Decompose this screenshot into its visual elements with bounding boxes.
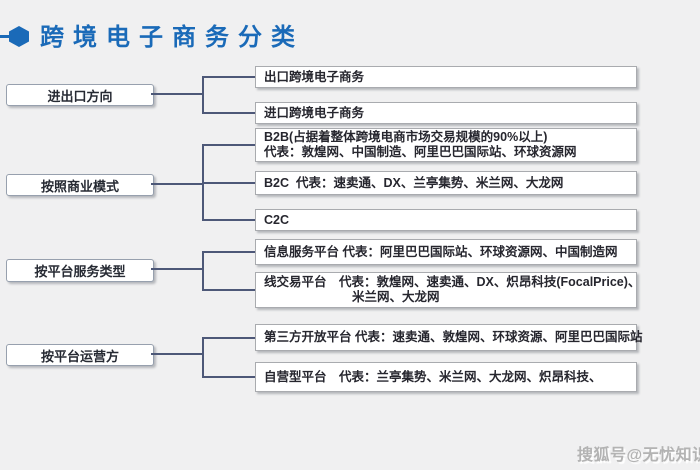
connector-line	[202, 144, 255, 146]
connector-line	[202, 76, 204, 114]
category-box-platform-service-type: 按平台服务类型	[6, 259, 154, 282]
connector-line	[202, 376, 255, 378]
node-self-operated-platform: 自营型平台 代表：兰亭集势、米兰网、大龙网、炽昂科技、	[255, 362, 637, 392]
category-label: 进出口方向	[47, 88, 113, 104]
node-b2c: B2C 代表：速卖通、DX、兰亭集势、米兰网、大龙网	[255, 171, 637, 195]
category-label: 按平台运营方	[40, 348, 119, 364]
node-text: B2B(占据着整体跨境电商市场交易规模的90%以上)	[264, 130, 548, 144]
category-label: 按平台服务类型	[34, 264, 126, 279]
connector-line	[151, 353, 204, 355]
category-box-business-model: 按照商业模式	[6, 174, 154, 196]
connector-line	[202, 112, 255, 114]
node-text: 第三方开放平台 代表：速卖通、敦煌网、环球资源、阿里巴巴国际站	[264, 330, 643, 344]
node-text: 线交易平台 代表：敦煌网、速卖通、DX、炽昂科技(FocalPrice)、	[264, 275, 641, 289]
node-text: 自营型平台 代表：兰亭集势、米兰网、大龙网、炽昂科技、	[264, 369, 602, 384]
node-text: 米兰网、大龙网	[352, 290, 440, 304]
node-b2b: B2B(占据着整体跨境电商市场交易规模的90%以上) 代表：敦煌网、中国制造、阿…	[255, 128, 637, 162]
node-import-ecommerce: 进口跨境电子商务	[255, 102, 637, 124]
category-box-import-export-direction: 进出口方向	[6, 84, 154, 106]
connector-line	[151, 183, 204, 185]
node-text: 出口跨境电子商务	[264, 69, 365, 84]
connector-line	[202, 337, 204, 378]
node-online-trading-platform: 线交易平台 代表：敦煌网、速卖通、DX、炽昂科技(FocalPrice)、 米兰…	[255, 272, 641, 308]
connector-line	[202, 76, 255, 78]
title-dash	[0, 35, 10, 38]
node-third-party-open-platform: 第三方开放平台 代表：速卖通、敦煌网、环球资源、阿里巴巴国际站	[255, 324, 643, 351]
node-text: 进口跨境电子商务	[264, 105, 365, 120]
node-text: C2C	[264, 212, 290, 227]
node-c2c: C2C	[255, 209, 637, 231]
connector-line	[202, 182, 255, 184]
connector-line	[202, 251, 204, 291]
page-title: 跨境电子商务分类	[40, 24, 304, 51]
node-info-service-platform: 信息服务平台 代表：阿里巴巴国际站、环球资源网、中国制造网	[255, 239, 637, 265]
node-text: B2C 代表：速卖通、DX、兰亭集势、米兰网、大龙网	[264, 175, 564, 190]
category-label: 按照商业模式	[40, 178, 119, 194]
connector-line	[202, 219, 255, 221]
node-export-ecommerce: 出口跨境电子商务	[255, 66, 637, 88]
connector-line	[202, 251, 255, 253]
connector-line	[151, 93, 204, 95]
connector-line	[202, 289, 255, 291]
hexagon-bullet-icon	[9, 26, 29, 47]
connector-line	[202, 337, 255, 339]
node-text: 信息服务平台 代表：阿里巴巴国际站、环球资源网、中国制造网	[264, 244, 618, 259]
connector-line	[151, 268, 204, 270]
watermark: 搜狐号@无忧知识	[577, 447, 700, 464]
category-box-platform-operator: 按平台运营方	[6, 344, 154, 366]
node-text: 代表：敦煌网、中国制造、阿里巴巴国际站、环球资源网	[264, 145, 577, 159]
